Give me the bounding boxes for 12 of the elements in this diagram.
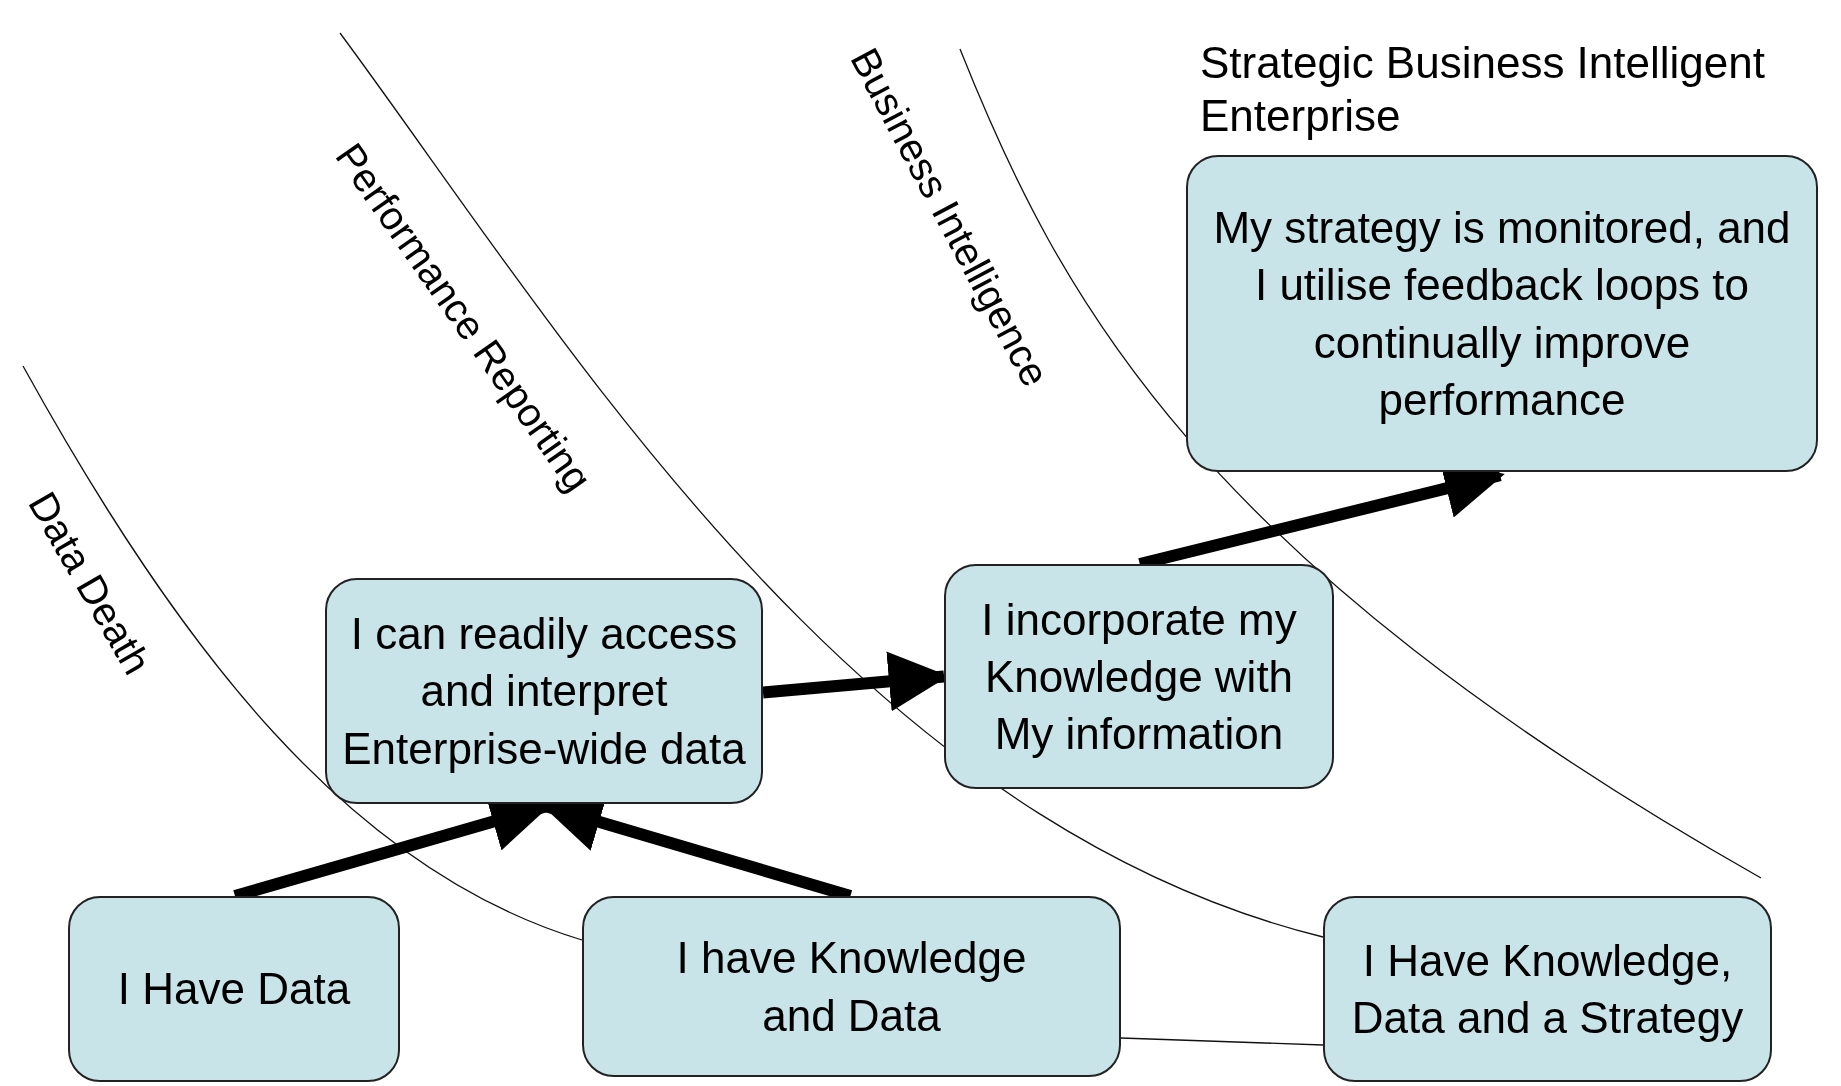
box-text: I Have Knowledge, Data and a Strategy: [1350, 934, 1745, 1044]
stage-box: [1323, 896, 1772, 1082]
stage-box: [325, 578, 763, 804]
box-text: I have Knowledge and Data: [675, 932, 1028, 1042]
box-text: I incorporate my Knowledge with My information: [980, 593, 1298, 761]
box-text: I Have Data: [117, 963, 351, 1016]
box-text: My strategy is monitored, and I utilise feedback loops to continually improve performance: [1212, 202, 1792, 426]
box-heading: Strategic Business Intelligent Enterprise: [1200, 37, 1766, 142]
stage-box: [68, 896, 400, 1082]
box-text: I can readily access and interpret Enterprise-wide data: [341, 608, 747, 775]
stage-box: [944, 564, 1334, 789]
stage-box: [582, 896, 1121, 1077]
